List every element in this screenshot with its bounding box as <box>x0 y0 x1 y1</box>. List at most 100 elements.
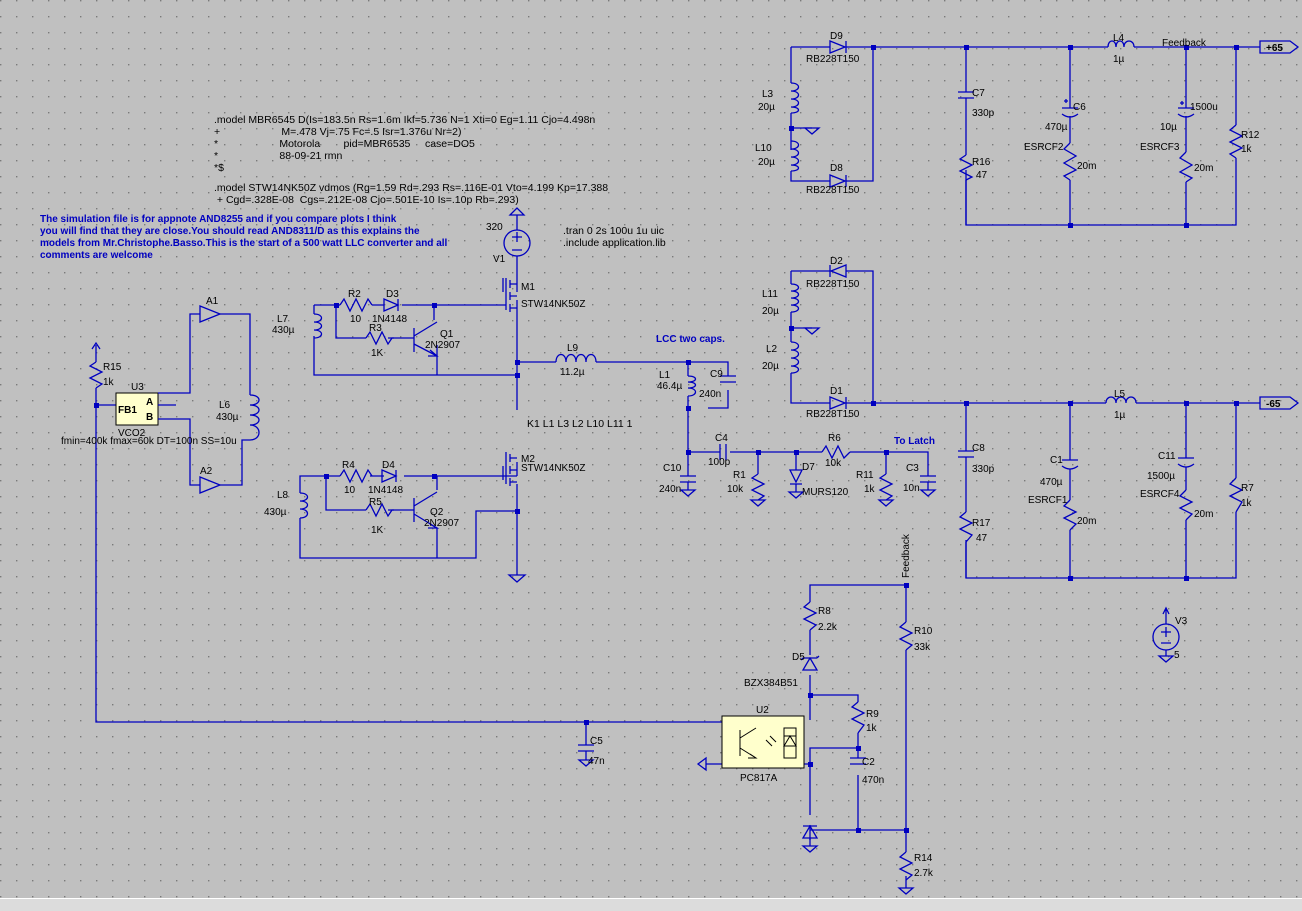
l9-inductor-symbol[interactable] <box>555 353 597 363</box>
m65-port-symbol[interactable] <box>1259 396 1300 410</box>
r2-resistor-symbol[interactable] <box>339 297 373 313</box>
c11-capacitor-symbol[interactable] <box>1177 457 1195 473</box>
l7-inductor-symbol[interactable] <box>313 313 323 339</box>
v3-source-symbol[interactable] <box>1152 606 1180 663</box>
u2-optocoupler[interactable] <box>721 715 805 769</box>
l2-inductor-symbol[interactable] <box>790 341 800 374</box>
p65-port-symbol[interactable] <box>1259 40 1300 54</box>
l3-name: L3 <box>762 89 774 100</box>
esrcf4-value: 20m <box>1194 509 1213 520</box>
esrcf1-value: 20m <box>1077 516 1096 527</box>
c3-name: C3 <box>906 463 919 474</box>
r5-resistor-symbol[interactable] <box>365 502 394 518</box>
m1-mosfet-symbol[interactable] <box>505 278 517 312</box>
r9-resistor-symbol[interactable] <box>850 701 866 734</box>
l6-inductor-symbol[interactable] <box>249 394 260 441</box>
l11-inductor-symbol[interactable] <box>790 283 800 313</box>
u3-pin-fb: FB1 <box>118 405 137 416</box>
tl431-ref-symbol[interactable] <box>801 824 819 853</box>
d9-model: RB228T150 <box>806 54 860 65</box>
l6-name: L6 <box>219 400 231 411</box>
r2-value: 10 <box>350 314 362 325</box>
spice-mbr-line-4: * 88-09-21 rmn <box>214 150 343 162</box>
esrcf4-name: ESRCF4 <box>1140 489 1180 500</box>
r9-name: R9 <box>866 709 879 720</box>
d2-diode-symbol[interactable] <box>829 264 847 278</box>
r16-resistor-symbol[interactable] <box>958 154 974 181</box>
d8-diode-symbol[interactable] <box>829 174 847 188</box>
r1-resistor-symbol[interactable] <box>749 473 767 507</box>
u3-model: VCO2 <box>118 428 146 439</box>
v3-name: V3 <box>1175 616 1188 627</box>
esrcf3-resistor-symbol[interactable] <box>1178 151 1194 183</box>
l5-name: L5 <box>1114 389 1126 400</box>
r6-resistor-symbol[interactable] <box>821 444 851 460</box>
l7-value: 430µ <box>272 325 295 336</box>
v1-name: V1 <box>493 254 506 265</box>
spice-mbr-line-3: * Motorola pid=MBR6535 case=DO5 <box>214 138 475 150</box>
m2-model: STW14NK50Z <box>521 463 585 474</box>
r12-resistor-symbol[interactable] <box>1228 124 1244 159</box>
esrcf1-resistor-symbol[interactable] <box>1062 499 1078 531</box>
c4-capacitor-symbol[interactable] <box>719 444 727 460</box>
d2-name: D2 <box>830 256 843 267</box>
ct-bottom-ground-symbol <box>803 327 821 335</box>
c3-capacitor-symbol[interactable] <box>919 475 937 497</box>
c6-name: C6 <box>1073 102 1086 113</box>
d7-name: D7 <box>802 462 815 473</box>
d5-zener-symbol[interactable] <box>800 655 820 671</box>
a1-buffer-symbol[interactable] <box>199 305 222 323</box>
l7-name: L7 <box>277 314 289 325</box>
l8-inductor-symbol[interactable] <box>299 492 309 519</box>
r10-resistor-symbol[interactable] <box>898 621 914 651</box>
c5-capacitor-symbol[interactable] <box>577 744 595 767</box>
u2-model: PC817A <box>740 773 778 784</box>
d7-diode-symbol[interactable] <box>787 469 805 499</box>
r17-resistor-symbol[interactable] <box>958 511 974 543</box>
d9-diode-symbol[interactable] <box>829 40 847 54</box>
l1-inductor-symbol[interactable] <box>687 375 697 397</box>
d3-diode-symbol[interactable] <box>383 298 400 312</box>
esrcf1-name: ESRCF1 <box>1028 495 1068 506</box>
q2-transistor-symbol[interactable] <box>413 491 440 529</box>
esrcf2-resistor-symbol[interactable] <box>1062 142 1078 181</box>
c9-capacitor-symbol[interactable] <box>720 375 736 383</box>
c10-capacitor-symbol[interactable] <box>679 475 697 497</box>
esrcf3-value: 20m <box>1194 163 1213 174</box>
c1-capacitor-symbol[interactable] <box>1061 459 1079 475</box>
q1-transistor-symbol[interactable] <box>413 321 439 357</box>
c6-capacitor-symbol[interactable] <box>1061 99 1079 123</box>
r10-name: R10 <box>914 626 933 637</box>
r7-name: R7 <box>1241 483 1254 494</box>
esrcf4-resistor-symbol[interactable] <box>1178 489 1194 521</box>
d4-diode-symbol[interactable] <box>381 469 398 483</box>
l4-inductor-symbol[interactable] <box>1107 40 1135 48</box>
feedback-vert-label: Feedback <box>901 533 912 578</box>
v1-source-symbol[interactable] <box>503 207 531 257</box>
l3-inductor-symbol[interactable] <box>790 82 800 114</box>
m2-mosfet-symbol[interactable] <box>505 452 517 486</box>
c6-value: 470µ <box>1045 122 1068 133</box>
r14-resistor-symbol[interactable] <box>897 851 915 895</box>
r8-value: 2.2k <box>818 622 838 633</box>
c2-capacitor-symbol[interactable] <box>850 757 866 765</box>
l5-inductor-symbol[interactable] <box>1105 396 1137 404</box>
r7-resistor-symbol[interactable] <box>1228 477 1244 513</box>
l5-value: 1µ <box>1114 410 1126 421</box>
r11-resistor-symbol[interactable] <box>877 473 895 507</box>
c1500u-top-capacitor-symbol[interactable] <box>1177 101 1195 123</box>
r3-resistor-symbol[interactable] <box>365 330 394 346</box>
a2-buffer-symbol[interactable] <box>199 476 222 494</box>
d1-diode-symbol[interactable] <box>829 396 847 410</box>
l10-inductor-symbol[interactable] <box>790 140 800 172</box>
c8-capacitor-symbol[interactable] <box>958 450 974 466</box>
c8-name: C8 <box>972 443 985 454</box>
r15-resistor-symbol[interactable] <box>88 361 104 389</box>
u2-ground-symbol <box>696 756 707 772</box>
r8-resistor-symbol[interactable] <box>802 601 818 631</box>
u3-vco[interactable] <box>115 392 176 426</box>
r4-resistor-symbol[interactable] <box>339 468 373 484</box>
c4-value: 100p <box>708 457 731 468</box>
c7-capacitor-symbol[interactable] <box>958 91 974 107</box>
